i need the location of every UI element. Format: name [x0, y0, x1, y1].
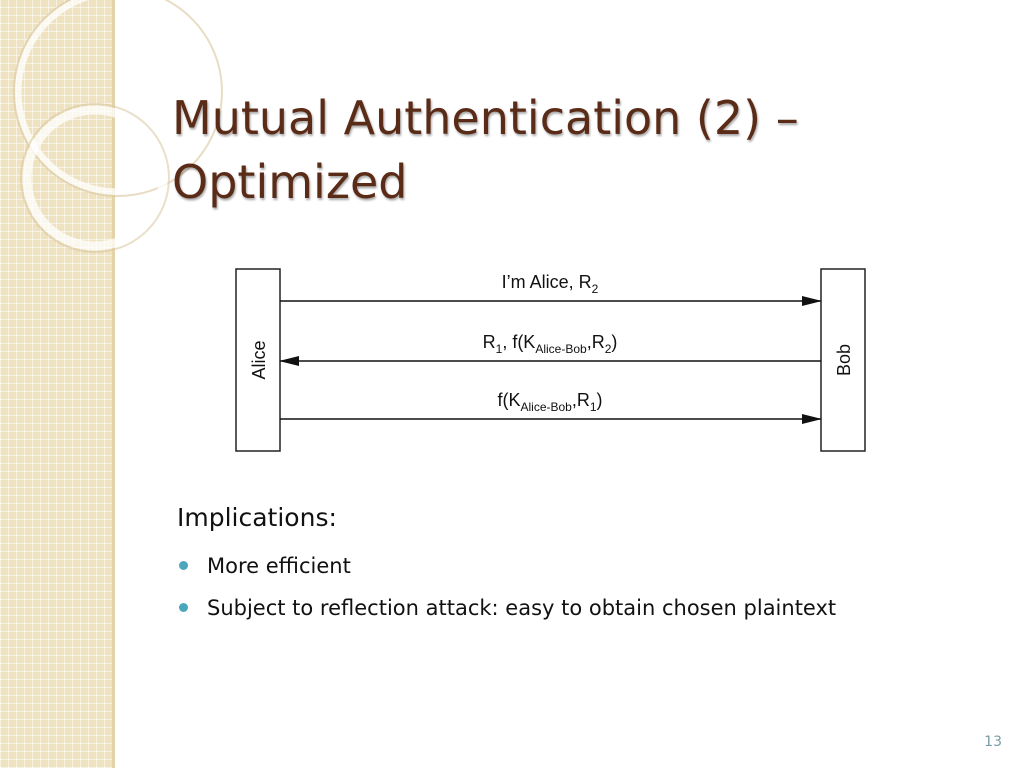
implications-list: More efficient Subject to reflection att…: [177, 551, 836, 635]
bullet-text: Subject to reflection attack: easy to ob…: [207, 596, 837, 620]
slide-title: Mutual Authentication (2) – Optimized: [172, 86, 892, 214]
band-edge: [112, 0, 115, 768]
list-item: Subject to reflection attack: easy to ob…: [177, 593, 836, 623]
ring-small-shadow: [20, 103, 170, 253]
decorative-band: [0, 0, 112, 768]
alice-box: [235, 268, 281, 452]
message-label-3: f(KAlice-Bob,R1): [497, 390, 602, 414]
page-number: 13: [984, 734, 1002, 750]
implications-heading: Implications:: [177, 503, 337, 532]
title-line-1: Mutual Authentication (2) –: [172, 91, 799, 145]
bullet-text: More efficient: [207, 554, 351, 578]
ring-large: [14, 0, 222, 196]
title-line-2: Optimized: [172, 155, 408, 209]
ring-large-shadow: [13, 0, 223, 197]
message-label-1: I’m Alice, R2: [502, 272, 599, 296]
message-label-2: R1, f(KAlice-Bob,R2): [483, 332, 618, 356]
protocol-diagram: Alice Bob I’m Alice, R2 R1, f(KAlice-Bob…: [235, 268, 866, 452]
bob-label: Bob: [834, 344, 854, 376]
list-item: More efficient: [177, 551, 836, 581]
bullet-dot: [179, 603, 188, 612]
bullet-dot: [179, 561, 188, 570]
alice-label: Alice: [249, 340, 269, 379]
decorative-rings: [13, 0, 223, 253]
ring-small: [22, 105, 168, 251]
bob-box: [820, 268, 866, 452]
